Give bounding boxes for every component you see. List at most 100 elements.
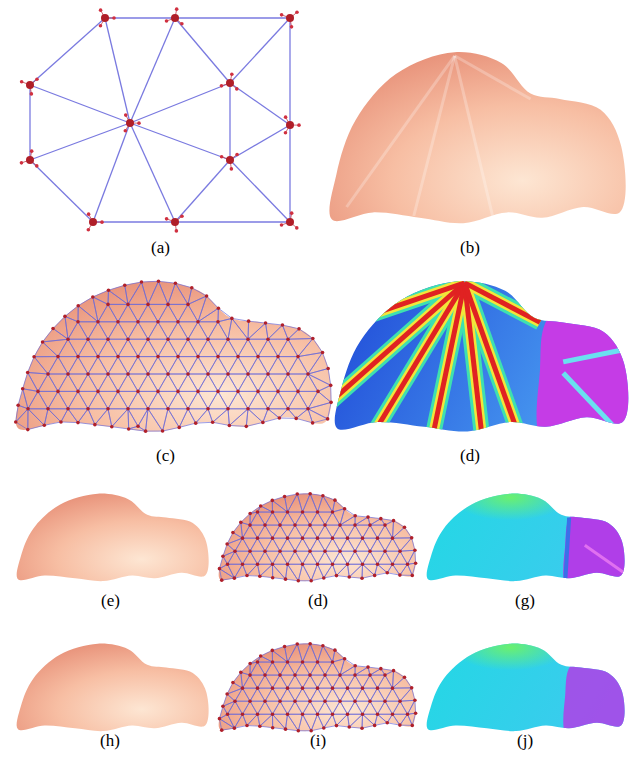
mesh-triangle bbox=[265, 701, 280, 714]
mesh-triangle bbox=[158, 357, 178, 374]
mesh-triangle bbox=[65, 316, 78, 339]
control-point bbox=[244, 425, 248, 429]
control-point bbox=[126, 407, 130, 411]
control-point bbox=[326, 367, 330, 371]
mesh-triangle bbox=[118, 374, 138, 391]
mesh-triangle bbox=[250, 688, 265, 701]
control-point bbox=[353, 523, 357, 527]
control-point bbox=[333, 648, 337, 652]
mesh-triangle bbox=[248, 357, 268, 374]
mesh-triangle bbox=[303, 512, 318, 525]
control-point bbox=[206, 337, 210, 341]
mesh-triangle bbox=[318, 525, 333, 538]
mesh-triangle bbox=[325, 538, 340, 551]
mesh-triangle bbox=[219, 556, 227, 568]
mesh-triangle bbox=[88, 409, 108, 425]
mesh-triangle bbox=[223, 544, 235, 556]
mesh-triangle bbox=[362, 714, 375, 728]
mesh-triangle bbox=[98, 322, 118, 339]
mesh-triangle bbox=[370, 688, 385, 701]
surface-render bbox=[219, 644, 416, 732]
control-point bbox=[91, 295, 95, 299]
control-point bbox=[263, 549, 267, 553]
control-point bbox=[271, 536, 275, 540]
subfigure-label: (c) bbox=[156, 447, 175, 464]
control-point bbox=[301, 536, 305, 540]
control-point bbox=[376, 686, 380, 690]
mesh-triangle bbox=[324, 564, 337, 578]
mesh-triangle bbox=[178, 339, 198, 356]
mesh-triangle bbox=[318, 538, 333, 551]
control-point bbox=[286, 407, 290, 411]
mesh-triangle bbox=[48, 409, 68, 422]
color-region bbox=[563, 652, 635, 750]
curvature-band bbox=[465, 283, 540, 323]
handle-point bbox=[280, 223, 284, 227]
mesh-triangle bbox=[355, 551, 370, 564]
control-point bbox=[226, 562, 230, 566]
control-point bbox=[86, 407, 90, 411]
mesh-triangle bbox=[333, 525, 348, 538]
mesh-triangle bbox=[340, 525, 355, 538]
mesh-triangle bbox=[393, 701, 408, 714]
control-point bbox=[246, 372, 250, 376]
mesh-triangle bbox=[138, 409, 148, 431]
control-point bbox=[246, 337, 250, 341]
mesh-triangle bbox=[93, 290, 109, 304]
mesh-triangle bbox=[68, 391, 88, 408]
handle-point bbox=[87, 228, 91, 232]
mesh-triangle bbox=[310, 662, 325, 675]
control-point bbox=[247, 319, 251, 323]
mesh-triangle bbox=[138, 304, 158, 321]
mesh-triangle bbox=[243, 688, 258, 701]
mesh-triangle bbox=[234, 714, 247, 728]
mesh-triangle bbox=[308, 369, 331, 386]
control-point bbox=[96, 355, 100, 359]
control-point bbox=[256, 536, 260, 540]
mesh-triangle bbox=[268, 357, 288, 374]
control-point bbox=[241, 536, 245, 540]
control-point bbox=[316, 390, 320, 394]
control-point bbox=[226, 712, 230, 716]
mesh-triangle bbox=[268, 409, 288, 418]
mesh-triangle bbox=[248, 323, 268, 339]
mesh-triangle bbox=[303, 525, 318, 538]
control-point bbox=[156, 355, 160, 359]
mesh-triangle bbox=[370, 701, 385, 714]
mesh-triangle bbox=[272, 646, 287, 662]
mesh-triangle bbox=[288, 538, 303, 551]
mesh-triangle bbox=[265, 688, 280, 701]
curvature-band bbox=[433, 283, 465, 436]
facet-edge bbox=[414, 56, 455, 216]
mesh-triangle bbox=[362, 564, 375, 578]
control-point bbox=[331, 510, 335, 514]
control-point bbox=[278, 523, 282, 527]
control-point bbox=[166, 372, 170, 376]
mesh-triangle bbox=[246, 409, 263, 427]
control-point bbox=[146, 303, 150, 307]
control-point bbox=[161, 429, 165, 433]
control-point bbox=[296, 355, 300, 359]
control-point bbox=[293, 549, 297, 553]
control-point bbox=[391, 712, 395, 716]
control-point bbox=[301, 562, 305, 566]
mesh-triangle bbox=[88, 322, 108, 339]
mesh-triangle bbox=[385, 701, 400, 714]
mesh-triangle bbox=[375, 714, 388, 725]
mesh-triangle bbox=[168, 339, 188, 356]
control-point bbox=[316, 510, 320, 514]
mesh-triangle bbox=[378, 538, 393, 551]
handle-point bbox=[175, 7, 179, 11]
control-point bbox=[293, 523, 297, 527]
mesh-triangle bbox=[228, 339, 248, 356]
mesh-triangle bbox=[370, 538, 385, 551]
curvature-band bbox=[372, 283, 465, 436]
mesh-triangle bbox=[381, 519, 394, 525]
surface-render bbox=[17, 644, 209, 732]
handle-point bbox=[284, 115, 288, 119]
mesh-triangle bbox=[297, 644, 310, 662]
mesh-triangle bbox=[68, 374, 88, 391]
mesh-triangle bbox=[363, 551, 378, 564]
mesh-triangle bbox=[288, 564, 303, 581]
